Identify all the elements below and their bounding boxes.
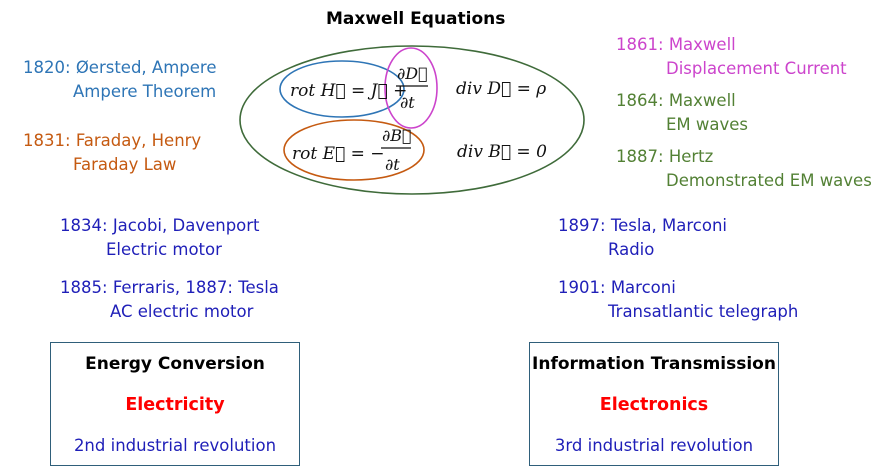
note-1864: 1864: Maxwell EM waves xyxy=(616,89,748,137)
box-revolution: 3rd industrial revolution xyxy=(554,436,754,455)
displacement-current-ellipse xyxy=(384,47,438,129)
note-names: Faraday, Henry xyxy=(75,131,202,150)
eq1-divergence: div D⃗ = ρ xyxy=(456,79,546,99)
note-1861: 1861: Maxwell Displacement Current xyxy=(616,33,847,81)
note-year: 1901: xyxy=(558,278,606,297)
note-1834: 1834: Jacobi, Davenport Electric motor xyxy=(60,214,260,262)
note-detail: Ampere Theorem xyxy=(73,82,217,101)
note-year: 1897: xyxy=(558,216,606,235)
box-heading: Information Transmission xyxy=(532,354,776,374)
note-names: Maxwell xyxy=(668,91,736,110)
eq2-numerator: ∂B⃗ xyxy=(382,126,412,145)
diagram-title: Maxwell Equations xyxy=(326,9,506,29)
box-highlight: Electricity xyxy=(125,395,225,415)
outer-ellipse xyxy=(239,45,585,195)
eq1-lhs: rot H⃗ = J⃗ + xyxy=(290,81,407,101)
note-year: 1885: xyxy=(60,278,108,297)
note-detail: EM waves xyxy=(666,115,749,134)
note-year: 1831: xyxy=(23,131,71,150)
note-year: 1864: xyxy=(616,91,664,110)
note-detail: Electric motor xyxy=(106,240,222,259)
note-names: Hertz xyxy=(668,147,714,166)
eq2-divergence: div B⃗ = 0 xyxy=(457,142,547,162)
note-detail: Displacement Current xyxy=(666,59,847,78)
information-transmission-box: Information Transmission Electronics 3rd… xyxy=(529,342,779,466)
note-detail: Transatlantic telegraph xyxy=(608,302,799,321)
note-1901: 1901: Marconi Transatlantic telegraph xyxy=(558,276,798,324)
faraday-ellipse xyxy=(283,119,425,181)
note-detail: AC electric motor xyxy=(110,302,254,321)
note-names: Øersted, Ampere xyxy=(75,58,217,77)
eq1-numerator: ∂D⃗ xyxy=(397,64,428,83)
note-names: Maxwell xyxy=(668,35,736,54)
eq2-lhs: rot E⃗ = − xyxy=(292,144,385,164)
note-names: Marconi xyxy=(610,278,676,297)
note-year: 1834: xyxy=(60,216,108,235)
note-1897: 1897: Tesla, Marconi Radio xyxy=(558,214,727,262)
note-detail: Faraday Law xyxy=(73,155,177,174)
note-year: 1887: xyxy=(616,147,664,166)
note-year: 1861: xyxy=(616,35,664,54)
eq2-denominator: ∂t xyxy=(385,155,400,174)
box-revolution: 2nd industrial revolution xyxy=(73,436,277,455)
box-heading: Energy Conversion xyxy=(85,354,265,374)
note-names: Jacobi, Davenport xyxy=(112,216,260,235)
note-detail: Radio xyxy=(608,240,655,259)
energy-conversion-box: Energy Conversion Electricity 2nd indust… xyxy=(50,342,300,466)
note-1831: 1831: Faraday, Henry Faraday Law xyxy=(23,129,201,177)
note-1820: 1820: Øersted, Ampere Ampere Theorem xyxy=(23,56,216,104)
note-1885: 1885: Ferraris, 1887: Tesla AC electric … xyxy=(60,276,279,324)
note-names: Ferraris, 1887: Tesla xyxy=(112,278,279,297)
note-year: 1820: xyxy=(23,58,71,77)
note-detail: Demonstrated EM waves xyxy=(666,171,872,190)
eq1-denominator: ∂t xyxy=(400,93,415,112)
box-highlight: Electronics xyxy=(599,395,709,415)
note-names: Tesla, Marconi xyxy=(610,216,727,235)
ampere-ellipse xyxy=(279,60,405,118)
note-1887: 1887: Hertz Demonstrated EM waves xyxy=(616,145,872,193)
